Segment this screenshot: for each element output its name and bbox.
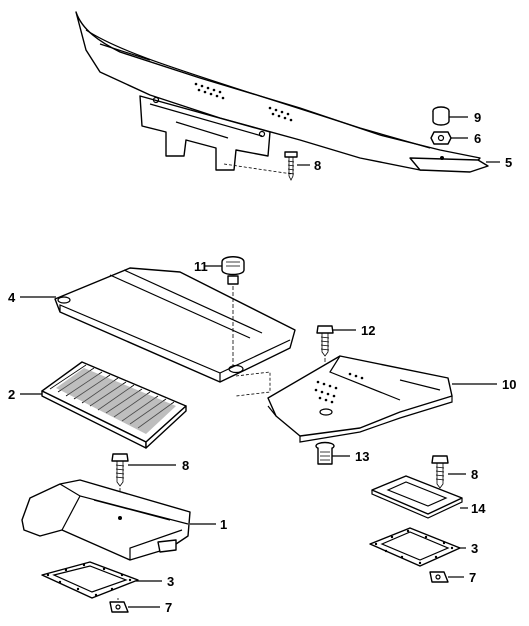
screw-part-8-top: 8	[284, 151, 321, 181]
housing-part-1: 1	[21, 479, 227, 561]
knob-part-11: 11	[194, 256, 245, 366]
cap-part-9: 9	[432, 106, 481, 126]
callout-6: 6	[474, 131, 481, 146]
callout-7-left: 7	[165, 600, 172, 615]
cover-lid-part-4: 4	[8, 267, 296, 383]
cowl-panel	[75, 11, 489, 173]
filter-part-2: 2	[8, 361, 187, 449]
callout-7-right: 7	[469, 570, 476, 585]
callout-8-left: 8	[182, 458, 189, 473]
callout-11: 11	[194, 259, 208, 274]
plate-part-14: 14	[371, 475, 486, 519]
callout-2: 2	[8, 387, 15, 402]
callout-3-right: 3	[471, 541, 478, 556]
gasket-part-3-left: 3	[41, 561, 174, 599]
callout-9: 9	[474, 110, 481, 125]
tray-part-10: 10	[267, 355, 516, 443]
callout-13: 13	[355, 449, 369, 464]
nut-part-6: 6	[430, 131, 481, 146]
callout-1: 1	[220, 517, 227, 532]
callout-14: 14	[471, 501, 486, 516]
clip-part-7-left: 7	[109, 598, 172, 615]
callout-12: 12	[361, 323, 375, 338]
callout-5: 5	[505, 155, 512, 170]
callout-4: 4	[8, 290, 16, 305]
callout-8-right: 8	[471, 467, 478, 482]
callout-10: 10	[502, 377, 516, 392]
plug-part-13: 13	[315, 441, 369, 465]
callout-3-left: 3	[167, 574, 174, 589]
clip-part-7-right: 7	[429, 570, 476, 585]
callout-8-top: 8	[314, 158, 321, 173]
screw-part-8-right: 8	[431, 455, 478, 500]
gasket-part-3-right: 3	[369, 527, 478, 567]
